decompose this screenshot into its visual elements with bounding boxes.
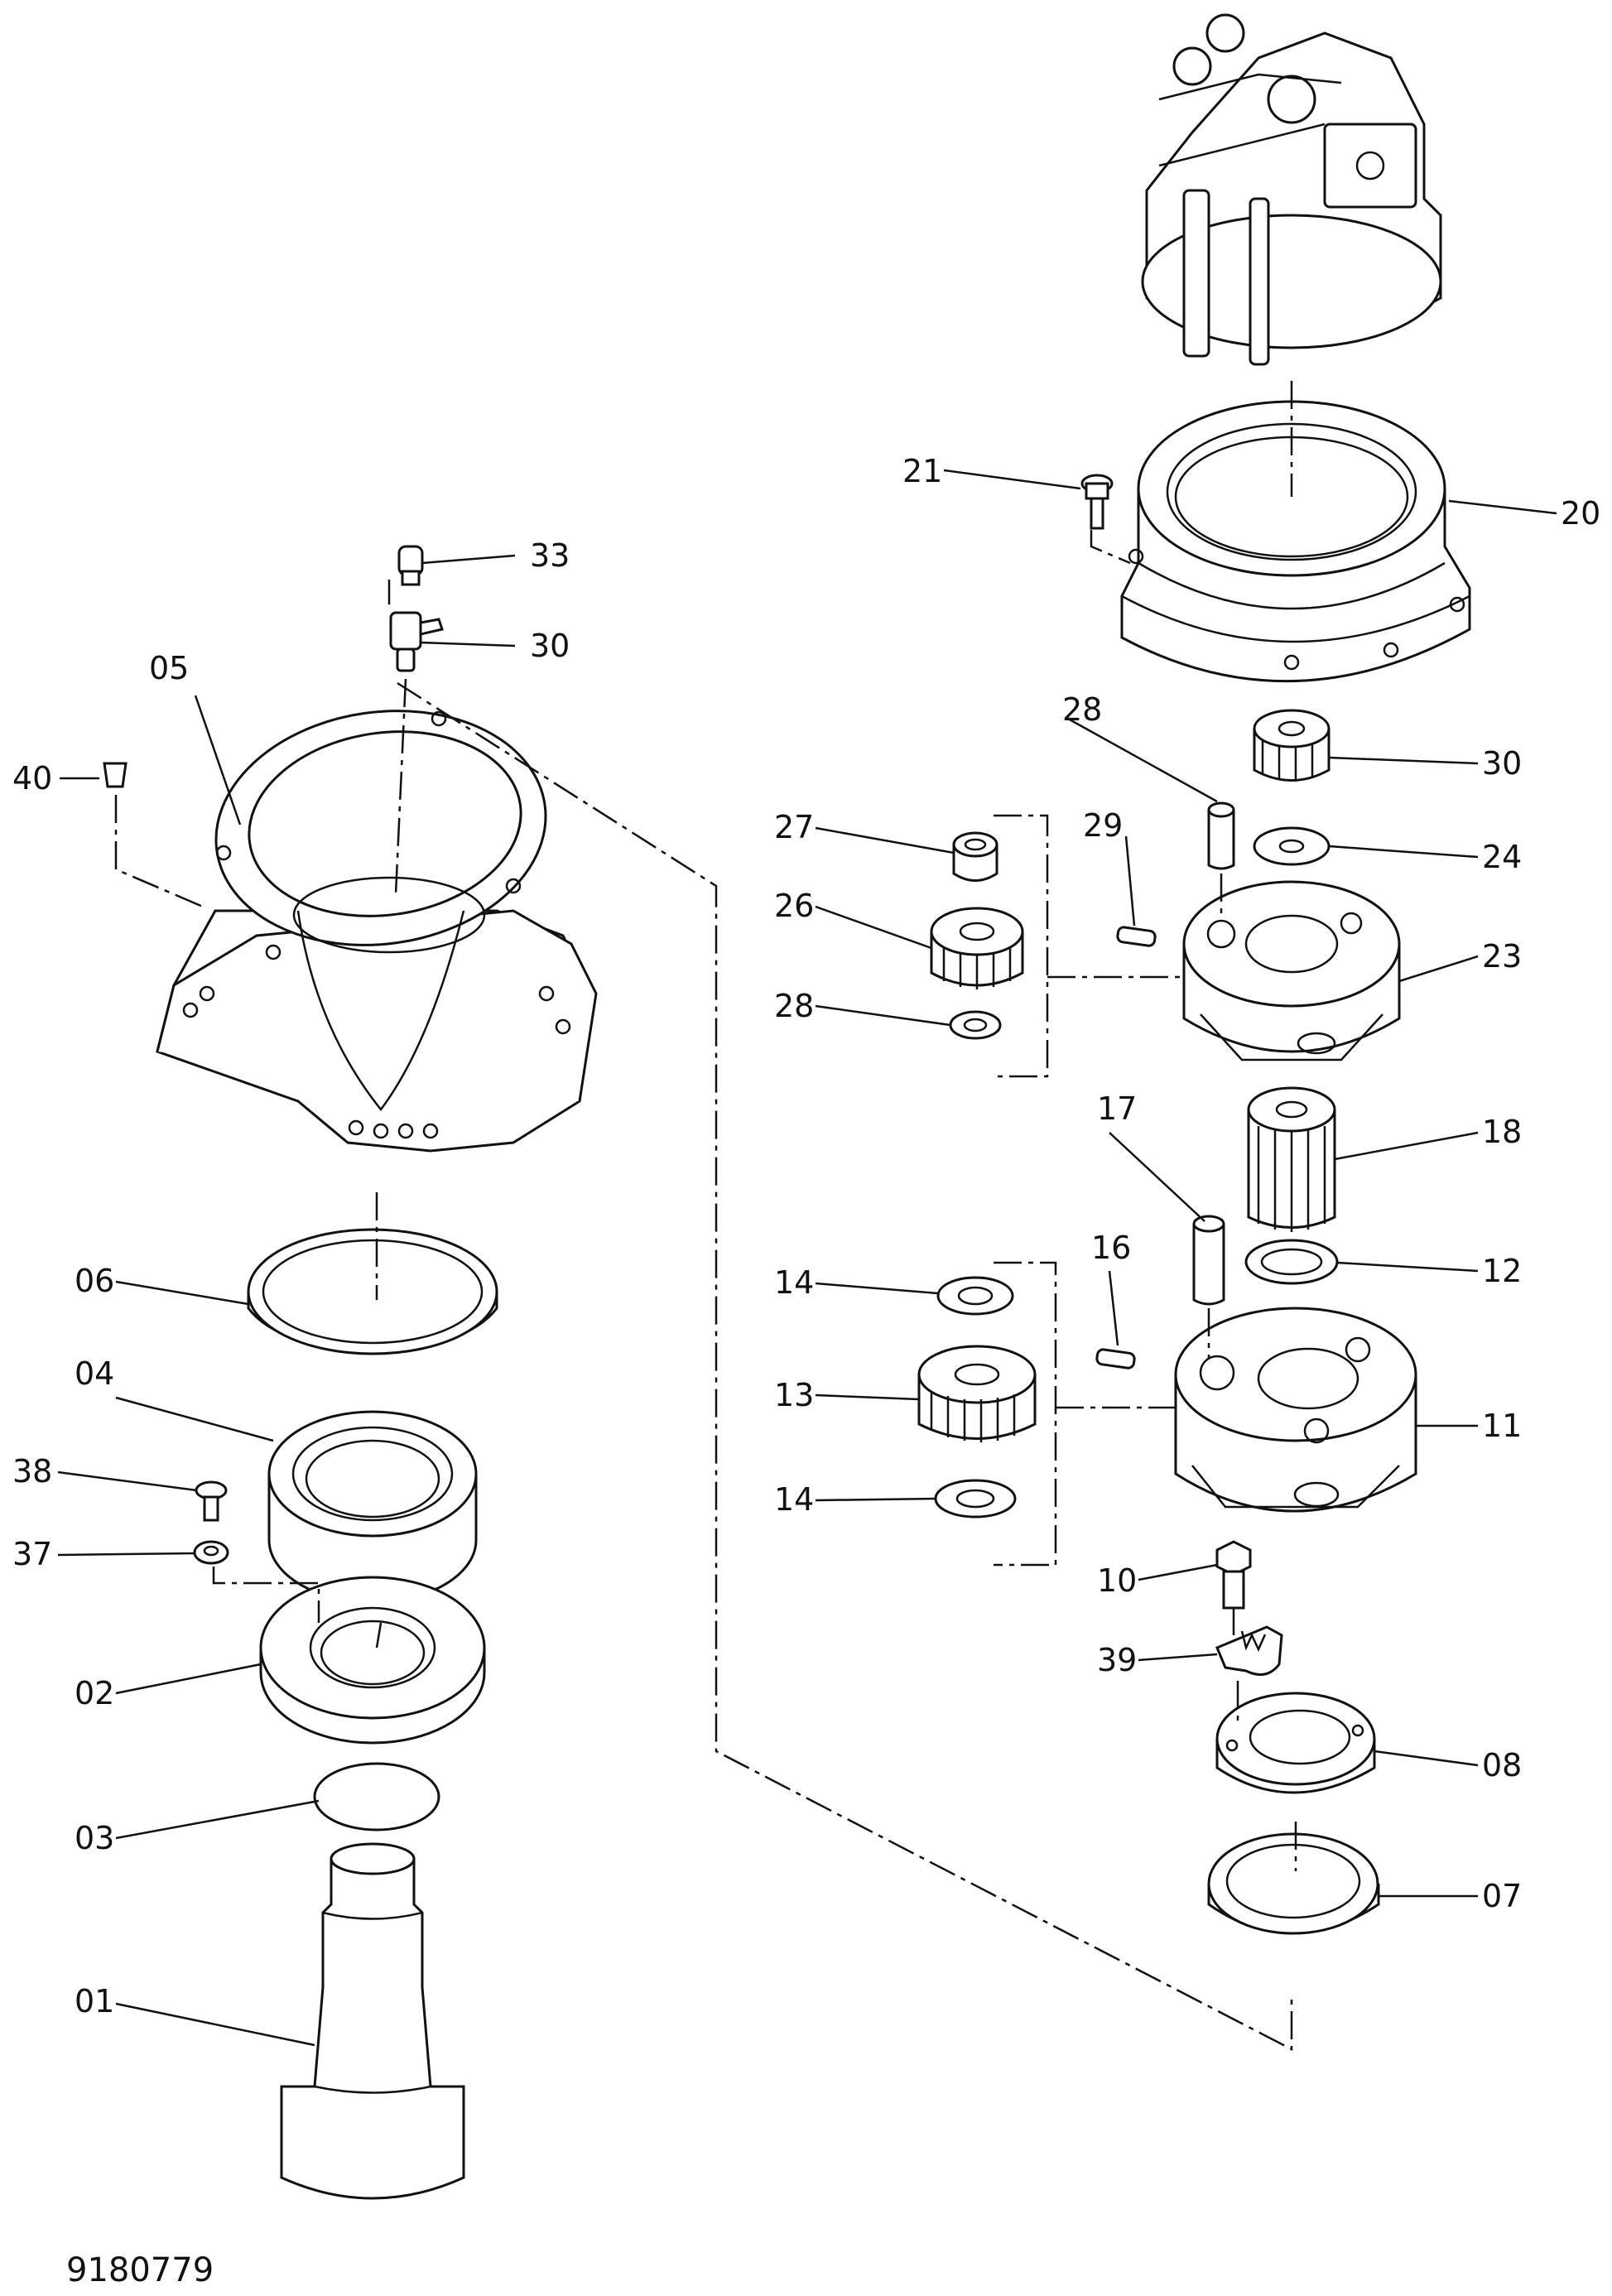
part-07-seal: [1207, 1832, 1380, 1935]
callout-13: 13: [774, 1377, 814, 1413]
callout-27: 28: [774, 988, 814, 1024]
part-25-planet-gear: [930, 907, 1024, 989]
part-20-ring-gear: [1120, 400, 1471, 682]
callout-36: 33: [530, 537, 570, 574]
callout-12: 12: [1482, 1253, 1522, 1289]
part-36-fitting: [397, 545, 424, 586]
part-18-sun-gear: [1247, 1086, 1336, 1232]
part-12-washer: [1244, 1239, 1339, 1285]
callout-25: 26: [774, 888, 814, 924]
part-23-carrier: [1182, 880, 1401, 1061]
callout-11: 11: [1482, 1408, 1522, 1444]
callout-26: 27: [774, 809, 814, 845]
callout-39: 39: [1097, 1642, 1137, 1678]
part-01-shaft: [280, 1842, 465, 2200]
callout-05: 05: [149, 650, 189, 686]
part-21-bolt: [1080, 474, 1114, 530]
callout-14-upper: 14: [774, 1264, 814, 1301]
part-38-screw: [195, 1480, 228, 1522]
part-03-disc: [313, 1762, 440, 1832]
part-27-washer: [949, 1010, 1002, 1040]
callout-29: 29: [1083, 807, 1123, 844]
part-14-lower-washer: [934, 1479, 1017, 1519]
callout-20: 20: [1561, 495, 1600, 532]
part-37-washer: [193, 1540, 229, 1565]
callout-33: 30: [530, 628, 570, 664]
callout-01: 01: [75, 1983, 114, 2019]
callout-06: 06: [75, 1263, 114, 1299]
swing-motor: [1141, 13, 1442, 366]
callout-10: 10: [1097, 1562, 1137, 1599]
callout-07: 07: [1482, 1878, 1522, 1914]
housing-bolt-holes: [182, 710, 571, 1139]
callout-24: 24: [1482, 839, 1522, 875]
callout-23: 23: [1482, 938, 1522, 975]
callout-04: 04: [75, 1355, 114, 1392]
part-13-planet-gear: [917, 1345, 1037, 1442]
callout-16: 16: [1091, 1230, 1131, 1266]
part-02-cover: [259, 1576, 486, 1745]
part-14-upper-washer: [936, 1276, 1014, 1316]
part-17-pin: [1192, 1215, 1225, 1306]
callout-18: 18: [1482, 1114, 1522, 1150]
callout-08: 08: [1482, 1747, 1522, 1783]
part-06-seal-ring: [247, 1228, 498, 1355]
drawing-number: 9180779: [66, 2251, 214, 2289]
part-04-bearing: [267, 1410, 478, 1604]
part-10-bolt: [1215, 1540, 1252, 1610]
part-16-pin: [1095, 1348, 1136, 1369]
leader-lines: [57, 469, 1557, 2047]
part-30-gear: [1253, 709, 1331, 782]
callout-37: 37: [12, 1536, 52, 1572]
callout-17: 17: [1097, 1090, 1137, 1127]
part-40-plug: [103, 762, 128, 788]
callout-38: 38: [12, 1453, 52, 1490]
part-39-lock-plate: [1215, 1625, 1283, 1676]
callout-14-lower: 14: [774, 1481, 814, 1518]
callout-02: 02: [75, 1675, 114, 1711]
callout-21: 21: [902, 453, 942, 489]
part-24-washer: [1253, 826, 1331, 866]
callout-labels: 33 30 05 40 06 04 38 37 02 03 01 21 20 2…: [12, 453, 1600, 2019]
callout-40: 40: [12, 760, 52, 797]
assembly-center-lines: [114, 381, 1297, 2052]
part-26-bearing: [952, 831, 998, 882]
part-28-pin: [1207, 801, 1235, 870]
callout-28: 28: [1062, 691, 1102, 728]
part-33-valve: [389, 611, 444, 672]
part-11-carrier: [1174, 1307, 1417, 1513]
part-05-housing: [156, 710, 598, 1153]
part-08-retainer: [1215, 1692, 1376, 1794]
callout-03: 03: [75, 1820, 114, 1856]
part-29-pin: [1116, 926, 1157, 947]
callout-30: 30: [1482, 745, 1522, 782]
